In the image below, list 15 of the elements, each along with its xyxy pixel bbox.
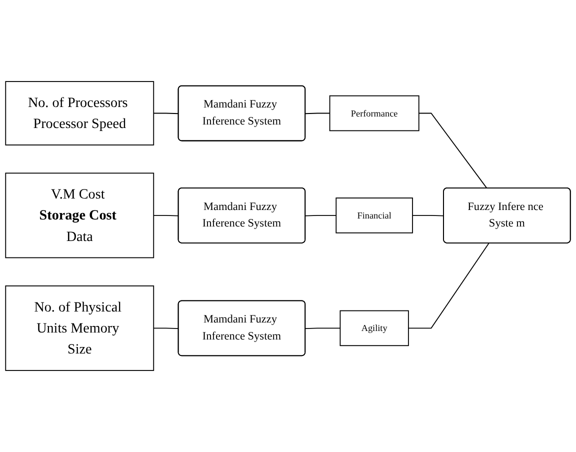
connector: [418, 112, 488, 189]
connector: [412, 214, 444, 216]
node-box: Financial: [336, 198, 413, 234]
connector: [305, 328, 341, 329]
connector: [305, 112, 330, 114]
connector: [408, 242, 490, 329]
node-box: Agility: [340, 310, 409, 346]
node-box: No. of Physical Units Memory Size: [5, 285, 154, 371]
connector: [305, 214, 337, 216]
node-box: No. of Processors Processor Speed: [5, 81, 154, 146]
node-box: V.M Cost Storage Cost Data: [5, 172, 154, 258]
node-box: Performance: [329, 95, 420, 132]
connector: [153, 112, 180, 114]
connector: [153, 214, 180, 216]
connector: [153, 328, 180, 329]
